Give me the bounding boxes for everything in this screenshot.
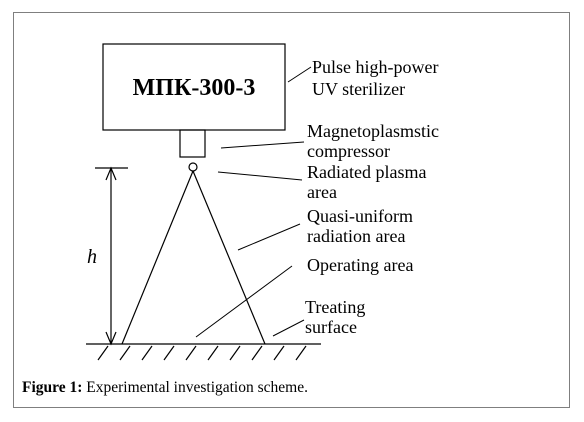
figure-frame [13, 12, 570, 408]
ground-hatch-mark [229, 345, 241, 361]
ground-hatch-mark [251, 345, 263, 361]
device-label: МПК-300-3 [133, 75, 256, 101]
plasma-point [188, 162, 198, 172]
uniform-annotation: Quasi-uniform radiation area [307, 206, 417, 246]
sterilizer-leader [287, 66, 312, 83]
ground-hatch-mark [97, 345, 109, 361]
ground-hatch-mark [185, 345, 197, 361]
operating-annotation: Operating area [307, 255, 413, 275]
figure-label: Figure 1: [22, 379, 83, 396]
plasma-annotation: Radiated plasma area [307, 162, 431, 202]
ground-hatch-mark [273, 345, 285, 361]
figure-caption: Figure 1: Experimental investigation sch… [22, 379, 308, 397]
figure-caption-text: Experimental investigation scheme. [82, 379, 308, 396]
compressor-annotation: Magnetoplasmstic compressor [307, 121, 443, 161]
uniform-leader [237, 223, 301, 251]
compressor-leader [220, 141, 305, 149]
compressor-box [179, 129, 206, 158]
radiation-cone-right [192, 170, 266, 345]
radiation-cone-left [121, 170, 194, 345]
plasma-leader [217, 171, 303, 181]
ground-hatch-mark [295, 345, 307, 361]
ground-hatch-mark [207, 345, 219, 361]
height-arrow-up [105, 166, 117, 181]
surface-leader [272, 319, 305, 337]
surface-annotation: Treating surface [305, 297, 370, 337]
height-label: h [87, 246, 97, 268]
ground-hatching [97, 345, 307, 361]
sterilizer-annotation: Pulse high-power UV sterilizer [312, 57, 443, 99]
operating-leader [195, 265, 293, 338]
ground-hatch-mark [141, 345, 153, 361]
ground-hatch-mark [163, 345, 175, 361]
ground-hatch-mark [119, 345, 131, 361]
